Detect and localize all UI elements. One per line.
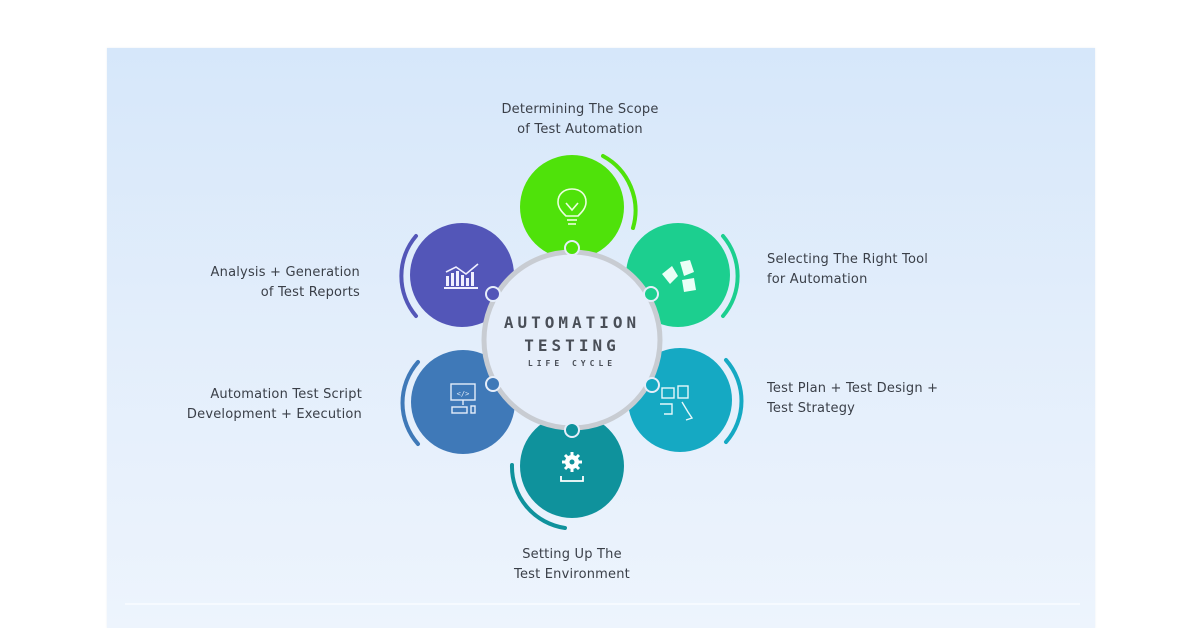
label-script: Automation Test Script Development + Exe… (160, 385, 362, 425)
label-environment: Setting Up The Test Environment (472, 545, 672, 585)
divider-line (125, 603, 1080, 605)
stage-scope (520, 154, 638, 259)
lightbulb-icon (557, 188, 587, 225)
label-script-line1: Automation Test Script (210, 387, 362, 402)
label-script-line2: Development + Execution (186, 407, 362, 422)
label-environment-line2: Test Environment (514, 567, 630, 582)
svg-text:</>: </> (457, 390, 470, 398)
center-disc (484, 252, 660, 428)
label-tool-line1: Selecting The Right Tool (767, 252, 929, 267)
label-tool: Selecting The Right Tool for Automation (767, 250, 928, 290)
speech-bubbles-icon (662, 260, 696, 292)
label-plan-line1: Test Plan + Test Design + (767, 381, 939, 396)
label-analysis: Analysis + Generation of Test Reports (160, 263, 360, 303)
label-analysis-line1: Analysis + Generation (210, 265, 360, 280)
bar-chart-icon (444, 263, 479, 289)
label-scope-line2: of Test Automation (517, 122, 643, 137)
ring-nodes (485, 240, 660, 438)
label-scope: Determining The Scope of Test Automation (480, 100, 680, 140)
gear-icon (560, 452, 584, 482)
center-title-line2: TESTING (524, 336, 620, 355)
label-environment-line1: Setting Up The (522, 547, 622, 562)
label-plan: Test Plan + Test Design + Test Strategy (767, 379, 938, 419)
label-scope-line1: Determining The Scope (501, 102, 659, 117)
puzzle-strategy-icon (660, 385, 694, 421)
label-tool-line2: for Automation (767, 272, 868, 287)
center-title-line3: LIFE CYCLE (527, 359, 617, 368)
center-title-line1: AUTOMATION (503, 313, 641, 332)
label-analysis-line2: of Test Reports (260, 285, 360, 300)
label-plan-line2: Test Strategy (767, 401, 856, 416)
computer-code-icon: </> (450, 383, 476, 414)
